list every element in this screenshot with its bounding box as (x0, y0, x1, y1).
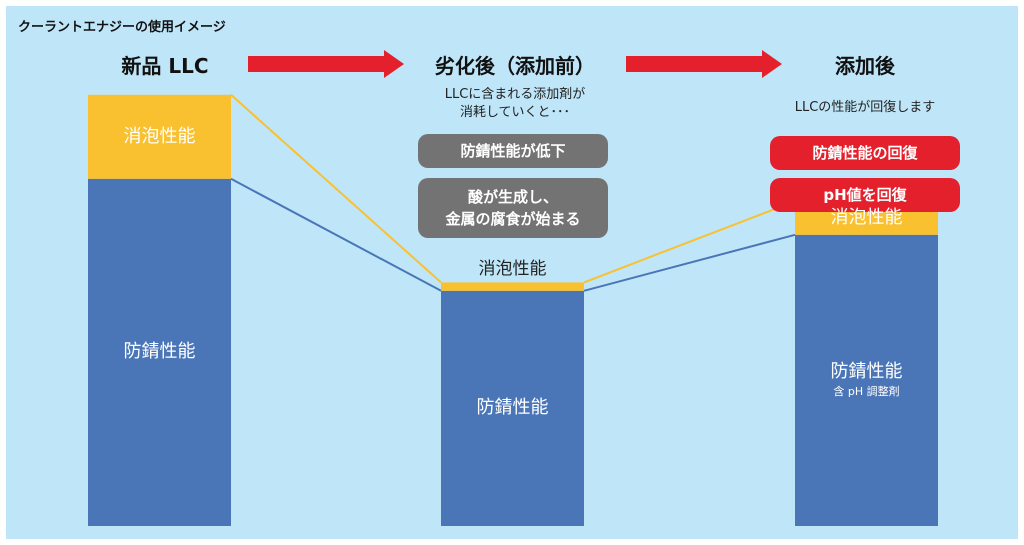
bar-1-anticorrosion (88, 178, 231, 527)
pill-rust-recovery-text: 防錆性能の回復 (812, 144, 918, 162)
stage-title-new: 新品 LLC (121, 54, 209, 78)
bar-2-anticorrosion (441, 290, 584, 526)
bar-3-anticorrosion-label: 防錆性能 (830, 361, 903, 383)
bar-1-anticorrosion-label: 防錆性能 (123, 341, 196, 363)
bar-2-antifoam (441, 282, 584, 291)
pill-rust-recovery: 防錆性能の回復 (770, 136, 960, 170)
arrow-1 (248, 50, 404, 78)
pill-rust-decline: 防錆性能が低下 (418, 134, 608, 168)
bar-3-anticorrosion-segment: 防錆性能 含 pH 調整剤 (795, 235, 938, 526)
connector-antifoam-1 (230, 94, 442, 284)
bar-1-antifoam (88, 94, 231, 179)
pill-ph-recovery-text: pH値を回復 (823, 186, 907, 204)
bar-1-anticorrosion-segment: 防錆性能 (88, 179, 231, 526)
bar-3-antifoam-label: 消泡性能 (830, 206, 903, 228)
pill-rust-decline-text: 防錆性能が低下 (460, 142, 566, 160)
figure-title: クーラントエナジーの使用イメージ (18, 20, 226, 35)
stage-title-degraded: 劣化後（添加前） (435, 54, 595, 78)
pill-ph-recovery: pH値を回復 (770, 178, 960, 212)
bar-3-antifoam-segment: 消泡性能 (795, 201, 938, 235)
note-added: LLCの性能が回復します (770, 99, 960, 117)
pill-acid-line-1: 酸が生成し、 (467, 188, 558, 206)
bar-2-anticorrosion-segment: 防錆性能 (441, 291, 584, 526)
arrow-2 (626, 50, 782, 78)
stage-title-added: 添加後 (835, 54, 895, 78)
connector-anticorrosion-1 (230, 177, 442, 292)
pill-acid-corrosion: 酸が生成し、 金属の腐食が始まる (418, 178, 608, 238)
bar-3-anticorrosion (795, 234, 938, 527)
bar-1-antifoam-label: 消泡性能 (123, 125, 196, 147)
bar-3-anticorrosion-sublabel: 含 pH 調整剤 (833, 385, 900, 399)
note-added-line-1: LLCの性能が回復します (794, 100, 936, 115)
bar-1-antifoam-segment: 消泡性能 (88, 95, 231, 179)
connector-anticorrosion-2 (583, 233, 796, 292)
connector-antifoam-2 (583, 200, 796, 284)
pill-acid-line-2: 金属の腐食が始まる (445, 210, 581, 228)
note-degraded-line-2: 消耗していくと･･･ (459, 105, 571, 120)
note-degraded-line-1: LLCに含まれる添加剤が (444, 87, 586, 102)
bar-2-anticorrosion-label: 防錆性能 (476, 397, 549, 419)
note-degraded: LLCに含まれる添加剤が 消耗していくと･･･ (400, 86, 630, 122)
bar-2-antifoam-label: 消泡性能 (478, 259, 547, 280)
